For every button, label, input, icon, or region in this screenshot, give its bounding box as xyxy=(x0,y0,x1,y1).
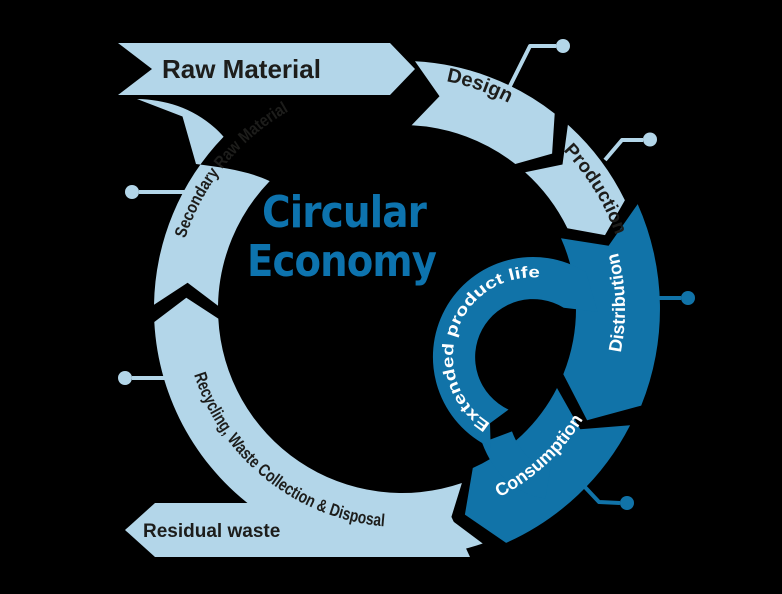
connector-production-line xyxy=(603,138,643,162)
connector-design-dot xyxy=(556,39,570,53)
connector-left-upper xyxy=(125,185,185,199)
connector-production xyxy=(603,132,657,162)
connector-distribution xyxy=(652,291,695,305)
band-residual-waste xyxy=(125,503,470,557)
inner-loop-extended-product-life xyxy=(432,256,598,448)
segment-recycling xyxy=(154,297,483,558)
segment-production xyxy=(525,124,625,236)
connector-consumption-dot xyxy=(620,496,634,510)
consumption-to-inner-loop-link xyxy=(482,430,552,499)
segment-consumption xyxy=(464,388,631,543)
connector-distribution-dot xyxy=(681,291,695,305)
label-raw-material: Raw Material xyxy=(162,54,321,84)
connector-design-line xyxy=(506,44,556,91)
title-line1: Circular xyxy=(262,187,427,238)
segment-secondary-raw-material xyxy=(137,99,270,306)
band-raw-material xyxy=(118,43,415,95)
connector-consumption-line xyxy=(581,483,621,505)
connector-left-lower-dot xyxy=(118,371,132,385)
segment-design xyxy=(411,61,555,164)
label-residual-waste: Residual waste xyxy=(143,521,280,542)
connector-production-dot xyxy=(643,132,657,147)
connector-design xyxy=(506,39,570,91)
connector-consumption xyxy=(581,483,634,510)
connector-left-lower xyxy=(118,371,166,385)
connector-left-upper-dot xyxy=(125,185,139,199)
title-line2: Economy xyxy=(247,236,436,287)
segment-distribution xyxy=(561,204,660,421)
